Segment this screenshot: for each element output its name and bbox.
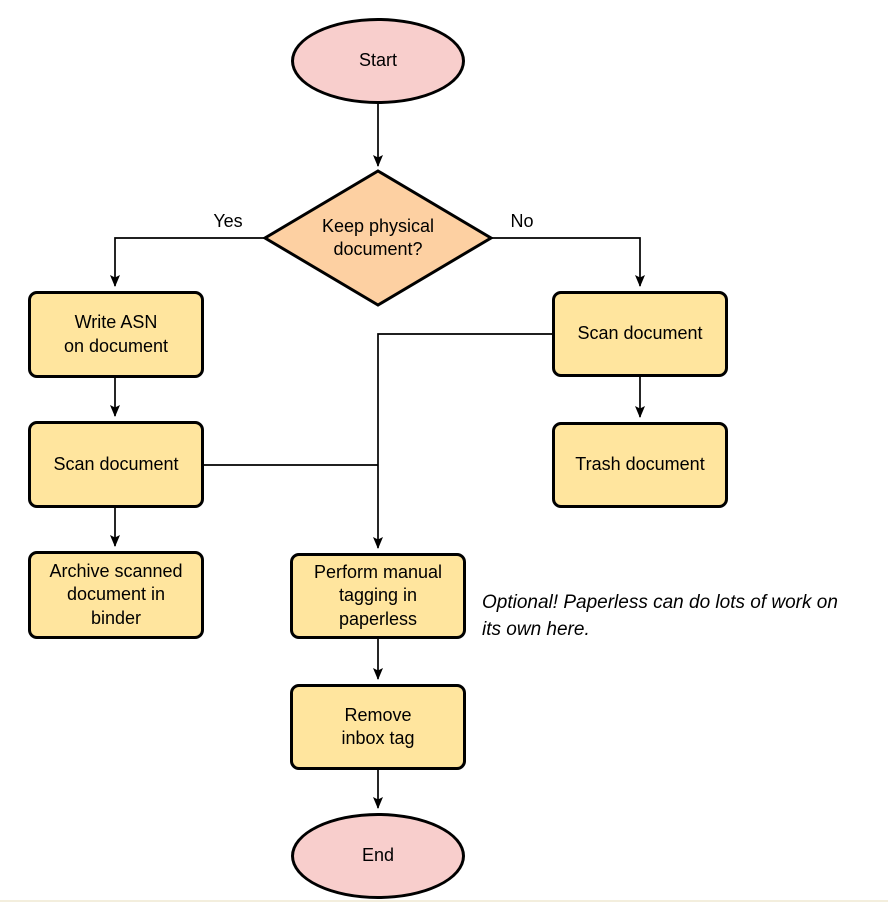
node-start: Start [291, 18, 465, 104]
edge-decision-yes [110, 237, 265, 287]
node-scan-document-right: Scan document [552, 291, 728, 377]
node-manual-tagging: Perform manual tagging in paperless [290, 553, 466, 639]
edge-label-no: No [510, 211, 534, 231]
node-archive-binder: Archive scanned document in binder [28, 551, 204, 639]
edge-decision-no [491, 237, 645, 287]
node-decision-label: Keep physical document? [321, 215, 435, 259]
bottom-divider [0, 900, 888, 902]
optional-note: Optional! Paperless can do lots of work … [482, 592, 838, 640]
node-write-asn: Write ASN on document [28, 291, 204, 378]
node-scan-document-left: Scan document [28, 421, 204, 508]
edge-label-yes: Yes [213, 211, 243, 231]
edge-scanright-to-tagging [373, 333, 552, 549]
node-remove-inbox-tag: Remove inbox tag [290, 684, 466, 770]
node-trash-document: Trash document [552, 422, 728, 508]
node-end: End [291, 813, 465, 899]
